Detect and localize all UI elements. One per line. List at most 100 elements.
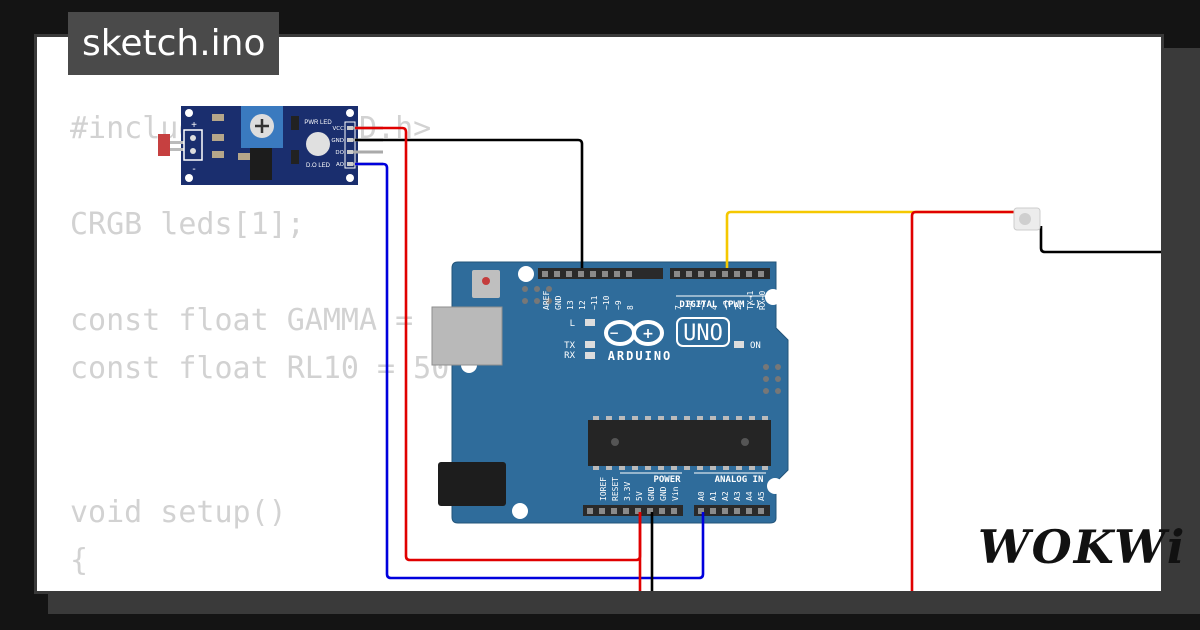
digital-pin[interactable]: [698, 271, 704, 277]
analog-pin[interactable]: [698, 508, 704, 514]
digital-pin[interactable]: [566, 271, 572, 277]
sensor-hole: [346, 174, 354, 182]
power-pin-label: Vin: [671, 486, 680, 501]
analog-pin-label: A0: [697, 491, 706, 501]
chip-pin: [606, 416, 612, 420]
analog-pin-label: A3: [733, 491, 742, 501]
power-pin-label: 5V: [635, 491, 644, 501]
chip-pin: [697, 416, 703, 420]
wire-ao-blue[interactable]: [355, 162, 705, 580]
chip-pin: [645, 416, 651, 420]
uno-model-label: UNO: [683, 321, 723, 346]
sensor-pin-label: AO: [336, 162, 345, 168]
chip-pin: [762, 416, 768, 420]
digital-pin[interactable]: [590, 271, 596, 277]
usb-port: [431, 306, 503, 366]
power-pin[interactable]: [659, 508, 665, 514]
icsp-header-right: [763, 364, 781, 394]
digital-pin-label: 4: [710, 305, 719, 310]
tx-led-label: TX: [564, 341, 575, 351]
power-pin[interactable]: [587, 508, 593, 514]
digital-pin[interactable]: [626, 271, 632, 277]
power-pin-label: RESET: [611, 477, 620, 501]
file-tab[interactable]: sketch.ino: [68, 12, 280, 75]
wire-led-vcc-red[interactable]: [910, 210, 1040, 600]
digital-pin-label: ~6: [686, 300, 695, 310]
mounting-hole: [512, 503, 528, 519]
analog-pin[interactable]: [746, 508, 752, 514]
reset-button-cap: [482, 277, 490, 285]
digital-pin[interactable]: [710, 271, 716, 277]
analog-pin-label: A1: [709, 491, 718, 501]
uno-badge: [676, 317, 730, 347]
power-header-label: POWER: [653, 475, 681, 485]
chip-pin: [736, 416, 742, 420]
mounting-hole: [765, 289, 781, 305]
analog-pin[interactable]: [758, 508, 764, 514]
rx-led-label: RX: [564, 351, 575, 361]
on-led-label: ON: [750, 341, 761, 351]
digital-pin[interactable]: [746, 271, 752, 277]
chip-pin: [593, 416, 599, 420]
digital-pin[interactable]: [758, 271, 764, 277]
digital-pin[interactable]: [674, 271, 680, 277]
analog-pin[interactable]: [722, 508, 728, 514]
chip-pin: [632, 466, 638, 470]
sensor-hole: [185, 109, 193, 117]
chip-pin: [697, 466, 703, 470]
analog-pin[interactable]: [710, 508, 716, 514]
digital-pin-label: RX←0: [758, 291, 767, 310]
sensor-pin-lead: [353, 150, 383, 154]
digital-pin-label: 7: [674, 305, 683, 310]
rx-led: [585, 352, 595, 359]
code-line: CRGB leds[1];: [70, 207, 305, 242]
digital-pin[interactable]: [722, 271, 728, 277]
digital-pin[interactable]: [686, 271, 692, 277]
power-jack: [438, 462, 506, 506]
analog-pin[interactable]: [734, 508, 740, 514]
minus-label: -: [192, 164, 195, 175]
power-pin-label: IOREF: [599, 477, 608, 501]
chip-pin: [632, 416, 638, 420]
sensor-pin[interactable]: [347, 150, 353, 154]
neopixel-led[interactable]: [1013, 207, 1041, 231]
pwr-led-label: PWR LED: [304, 120, 332, 126]
sensor-pin-label: GND: [331, 138, 344, 144]
digital-pin-label: 13: [566, 300, 575, 310]
power-pin[interactable]: [635, 508, 641, 514]
digital-pin[interactable]: [578, 271, 584, 277]
digital-pin[interactable]: [614, 271, 620, 277]
chip-pin: [606, 466, 612, 470]
wires: [355, 126, 1170, 600]
sensor-led: [306, 132, 330, 156]
digital-pin[interactable]: [734, 271, 740, 277]
do-led-label: D.O LED: [306, 163, 331, 169]
wire-gnd-black[interactable]: [355, 138, 584, 268]
power-pin[interactable]: [599, 508, 605, 514]
chip-pin: [710, 466, 716, 470]
sensor-pin[interactable]: [347, 126, 353, 130]
analog-pin-label: A4: [745, 491, 754, 501]
plus-label: +: [191, 120, 197, 131]
analog-header-label: ANALOG IN: [715, 475, 764, 485]
chip-dot: [611, 438, 619, 446]
power-pin[interactable]: [647, 508, 653, 514]
digital-pin[interactable]: [542, 271, 548, 277]
digital-pin-label: ~10: [602, 295, 611, 310]
chip-pin: [762, 466, 768, 470]
digital-pin[interactable]: [602, 271, 608, 277]
sensor-pin[interactable]: [347, 162, 353, 166]
sensor-pin[interactable]: [347, 138, 353, 142]
digital-pin[interactable]: [554, 271, 560, 277]
wire-data-yellow[interactable]: [725, 210, 1040, 268]
power-pin[interactable]: [611, 508, 617, 514]
power-pin[interactable]: [671, 508, 677, 514]
wokwi-logo: WOKWi: [978, 520, 1187, 574]
power-pin-label: GND: [647, 486, 656, 501]
chip-pin: [684, 466, 690, 470]
wire-led-gnd-black[interactable]: [1039, 226, 1170, 254]
power-pin[interactable]: [623, 508, 629, 514]
